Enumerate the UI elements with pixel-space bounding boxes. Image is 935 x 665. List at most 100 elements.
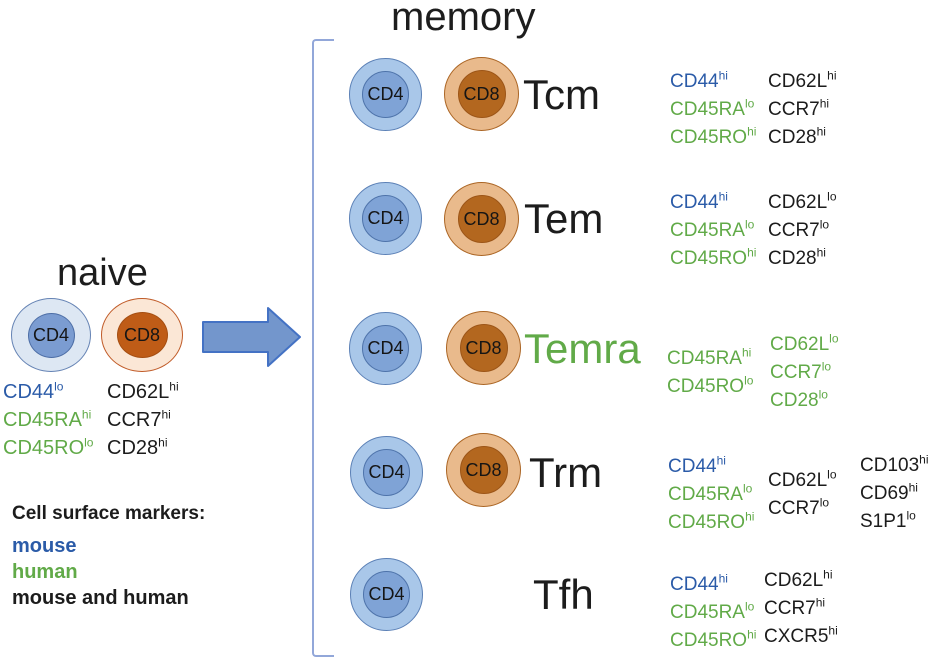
marker-sup: hi bbox=[747, 245, 757, 260]
marker-base: CD28 bbox=[107, 437, 159, 459]
cd8-label: CD8 bbox=[463, 83, 500, 104]
marker-sup: lo bbox=[818, 387, 828, 402]
marker-base: CD45RO bbox=[670, 127, 748, 148]
marker-ccr7: CCR7hi bbox=[764, 595, 838, 623]
marker-s1p1: S1P1lo bbox=[860, 508, 929, 536]
marker-cd45ro: CD45ROhi bbox=[670, 124, 756, 152]
cd8-label: CD8 bbox=[465, 337, 502, 358]
tem-cd8-core: CD8 bbox=[457, 195, 506, 243]
marker-base: CD62L bbox=[768, 71, 828, 92]
marker-cd44: CD44lo bbox=[3, 378, 93, 406]
marker-base: CD45RA bbox=[670, 99, 745, 120]
naive-markers-col2: CD62Lhi CCR7hi CD28hi bbox=[107, 378, 179, 462]
marker-base: CD28 bbox=[768, 248, 817, 269]
marker-cd28: CD28hi bbox=[107, 434, 179, 462]
marker-sup: hi bbox=[81, 407, 92, 422]
marker-ccr7: CCR7lo bbox=[770, 359, 839, 387]
marker-cd103: CD103hi bbox=[860, 452, 929, 480]
subset-label-tcm: Tcm bbox=[523, 71, 600, 118]
cd4-label: CD4 bbox=[32, 324, 69, 345]
marker-cd45ra: CD45RAhi bbox=[667, 345, 753, 373]
marker-base: CD62L bbox=[770, 334, 830, 355]
subset-label-trm: Trm bbox=[529, 449, 603, 496]
tem-cd8-cell: CD8 bbox=[444, 182, 519, 256]
marker-cd62l: CD62Llo bbox=[770, 331, 839, 359]
marker-sup: hi bbox=[747, 124, 757, 139]
marker-ccr7: CCR7lo bbox=[768, 495, 837, 523]
marker-base: CD45RA bbox=[668, 484, 743, 505]
marker-base: CD45RO bbox=[667, 376, 745, 397]
marker-cd62l: CD62Lhi bbox=[107, 378, 179, 406]
marker-base: CD62L bbox=[768, 470, 828, 491]
marker-base: S1P1 bbox=[860, 511, 907, 532]
marker-sup: hi bbox=[745, 509, 755, 524]
subset-label-tfh: Tfh bbox=[533, 571, 594, 618]
marker-sup: hi bbox=[158, 435, 168, 450]
naive-cd4-core: CD4 bbox=[27, 312, 75, 358]
marker-cd45ra: CD45RAlo bbox=[670, 599, 756, 627]
tfh-cd4-cell: CD4 bbox=[350, 558, 423, 631]
marker-sup: hi bbox=[828, 623, 838, 638]
marker-sup: hi bbox=[919, 452, 929, 467]
cd4-label: CD4 bbox=[367, 208, 404, 228]
marker-sup: lo bbox=[829, 331, 839, 346]
marker-sup: hi bbox=[741, 345, 752, 360]
marker-sup: lo bbox=[742, 481, 753, 496]
cd8-label: CD8 bbox=[123, 324, 160, 345]
marker-cd44: CD44hi bbox=[668, 453, 754, 481]
marker-cd62l: CD62Lhi bbox=[768, 68, 837, 96]
trm-cd8-cell: CD8 bbox=[446, 433, 521, 507]
marker-base: CD45RA bbox=[3, 409, 82, 431]
legend-item-human: human bbox=[12, 561, 78, 583]
naive-title: naive bbox=[57, 252, 148, 294]
cd4-label: CD4 bbox=[368, 584, 405, 604]
tcm-markers-col2: CD62Lhi CCR7hi CD28hi bbox=[768, 68, 837, 152]
subset-label-temra: Temra bbox=[524, 325, 641, 372]
marker-base: CD45RA bbox=[667, 348, 742, 369]
marker-cd45ro: CD45ROhi bbox=[670, 627, 756, 655]
tem-markers-col1: CD44hi CD45RAlo CD45ROhi bbox=[670, 189, 756, 273]
tfh-markers-col1: CD44hi CD45RAlo CD45ROhi bbox=[670, 571, 756, 655]
marker-sup: lo bbox=[744, 373, 754, 388]
marker-sup: lo bbox=[744, 599, 755, 614]
marker-cd62l: CD62Lhi bbox=[764, 567, 838, 595]
marker-sup: hi bbox=[747, 627, 757, 642]
marker-cd44: CD44hi bbox=[670, 571, 756, 599]
marker-base: CD69 bbox=[860, 483, 909, 504]
temra-cd8-core: CD8 bbox=[459, 324, 508, 372]
marker-base: CD45RO bbox=[3, 437, 85, 459]
marker-base: CCR7 bbox=[768, 220, 820, 241]
trm-markers-col1: CD44hi CD45RAlo CD45ROhi bbox=[668, 453, 754, 537]
marker-cd45ro: CD45ROhi bbox=[670, 245, 756, 273]
marker-sup: hi bbox=[823, 567, 833, 582]
marker-sup: hi bbox=[816, 245, 826, 260]
marker-ccr7: CCR7hi bbox=[107, 406, 179, 434]
tem-cd4-core: CD4 bbox=[362, 195, 409, 242]
marker-sup: hi bbox=[169, 379, 179, 394]
legend-item-mouse-and-human: mouse and human bbox=[12, 587, 189, 609]
marker-sup: lo bbox=[819, 217, 830, 232]
marker-sup: lo bbox=[84, 435, 94, 450]
tcm-cd8-core: CD8 bbox=[457, 70, 506, 118]
marker-base: CD44 bbox=[668, 456, 717, 477]
marker-sup: hi bbox=[908, 480, 918, 495]
marker-sup: hi bbox=[718, 189, 728, 204]
marker-cd45ra: CD45RAlo bbox=[670, 96, 756, 124]
marker-cd28: CD28hi bbox=[768, 124, 837, 152]
marker-sup: hi bbox=[716, 453, 726, 468]
marker-cd28: CD28hi bbox=[768, 245, 837, 273]
cd8-label: CD8 bbox=[463, 208, 500, 229]
tcm-cd8-cell: CD8 bbox=[444, 57, 519, 131]
marker-cd45ro: CD45ROlo bbox=[667, 373, 753, 401]
marker-base: CD45RO bbox=[670, 630, 748, 651]
marker-cd45ra: CD45RAlo bbox=[670, 217, 756, 245]
marker-cd45ro: CD45ROlo bbox=[3, 434, 93, 462]
marker-base: CD62L bbox=[764, 570, 824, 591]
marker-sup: lo bbox=[819, 495, 830, 510]
marker-base: CD44 bbox=[670, 192, 719, 213]
marker-base: CCR7 bbox=[107, 409, 162, 431]
trm-markers-col2: CD62L lo CCR7lo bbox=[768, 467, 837, 523]
tcm-markers-col1: CD44hi CD45RAlo CD45ROhi bbox=[670, 68, 756, 152]
temra-cd4-core: CD4 bbox=[362, 325, 409, 372]
